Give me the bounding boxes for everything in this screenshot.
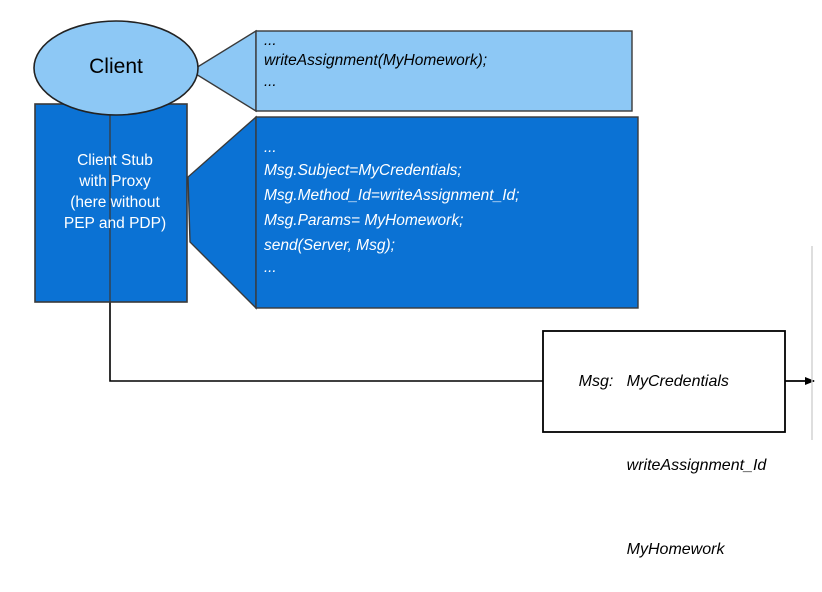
message-box-value-1: writeAssignment_Id: [626, 457, 767, 474]
message-box-row-2: MyHomework: [552, 508, 772, 592]
message-box-value-2: MyHomework: [626, 541, 725, 558]
client-stub-cylinder: [34, 103, 188, 303]
diagram-root: Client Client Stub with Proxy (here with…: [33, 20, 815, 558]
client-ellipse-shape: [33, 20, 199, 116]
callout-application-body: [255, 30, 633, 112]
message-box: [542, 330, 786, 433]
callout-stub-body: [255, 116, 639, 309]
message-box-frame: [542, 330, 786, 433]
connector-line: [109, 302, 543, 382]
callout-application-tail: [189, 29, 257, 113]
cylinder-body: [34, 103, 188, 303]
callout-stub-code: [187, 115, 639, 310]
diagram-canvas: [33, 20, 815, 440]
connector-stub-to-message: [109, 302, 543, 382]
callout-stub-tail: [187, 115, 257, 310]
client-ellipse: [33, 20, 199, 116]
callout-application-code: [189, 29, 633, 113]
